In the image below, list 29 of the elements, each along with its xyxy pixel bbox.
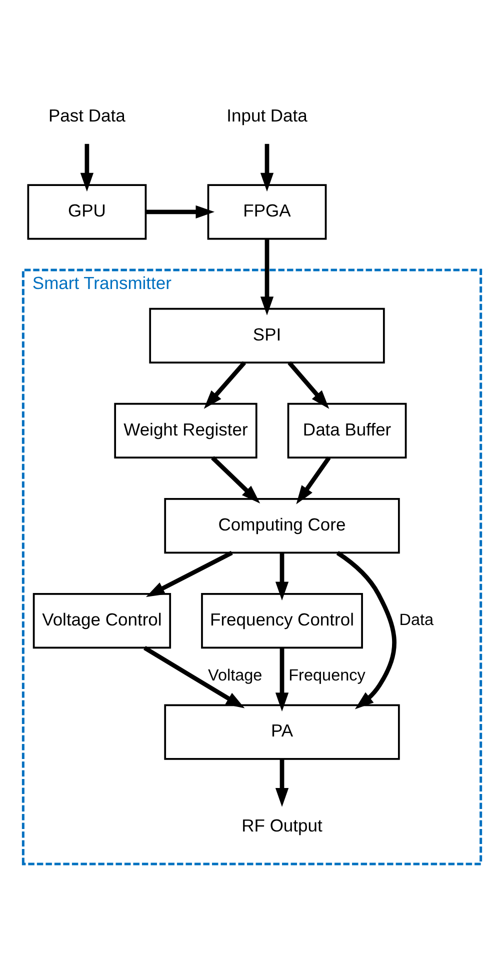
- arrow: [80, 143, 94, 192]
- arrow: [144, 645, 245, 708]
- edge-label: Voltage: [208, 666, 262, 684]
- arrow: [260, 143, 274, 192]
- arrow: [275, 647, 289, 711]
- node-box: Voltage Control: [32, 592, 172, 648]
- node-box: GPU: [27, 184, 147, 240]
- arrow: [275, 552, 289, 600]
- node-text: Past Data: [48, 105, 126, 126]
- node-box: Frequency Control: [201, 592, 363, 648]
- node-box: Data Buffer: [287, 402, 407, 458]
- arrow: [211, 456, 260, 503]
- node-box: SPI: [149, 307, 385, 364]
- node-box: FPGA: [207, 184, 327, 240]
- arrow: [296, 456, 331, 504]
- arrow: [288, 360, 330, 408]
- arrow: [146, 204, 215, 218]
- arrow: [275, 758, 289, 806]
- node-box: Computing Core: [164, 497, 400, 554]
- edge-label: Frequency: [288, 666, 366, 684]
- arrow: [146, 550, 233, 596]
- node-box: PA: [164, 704, 400, 760]
- node-text: Input Data: [226, 105, 308, 126]
- arrow: [336, 550, 396, 709]
- arrow: [260, 238, 274, 315]
- node-box: Weight Register: [114, 402, 258, 458]
- node-text: RF Output: [242, 815, 322, 836]
- edge-label: Data: [399, 610, 434, 629]
- arrow: [204, 360, 246, 408]
